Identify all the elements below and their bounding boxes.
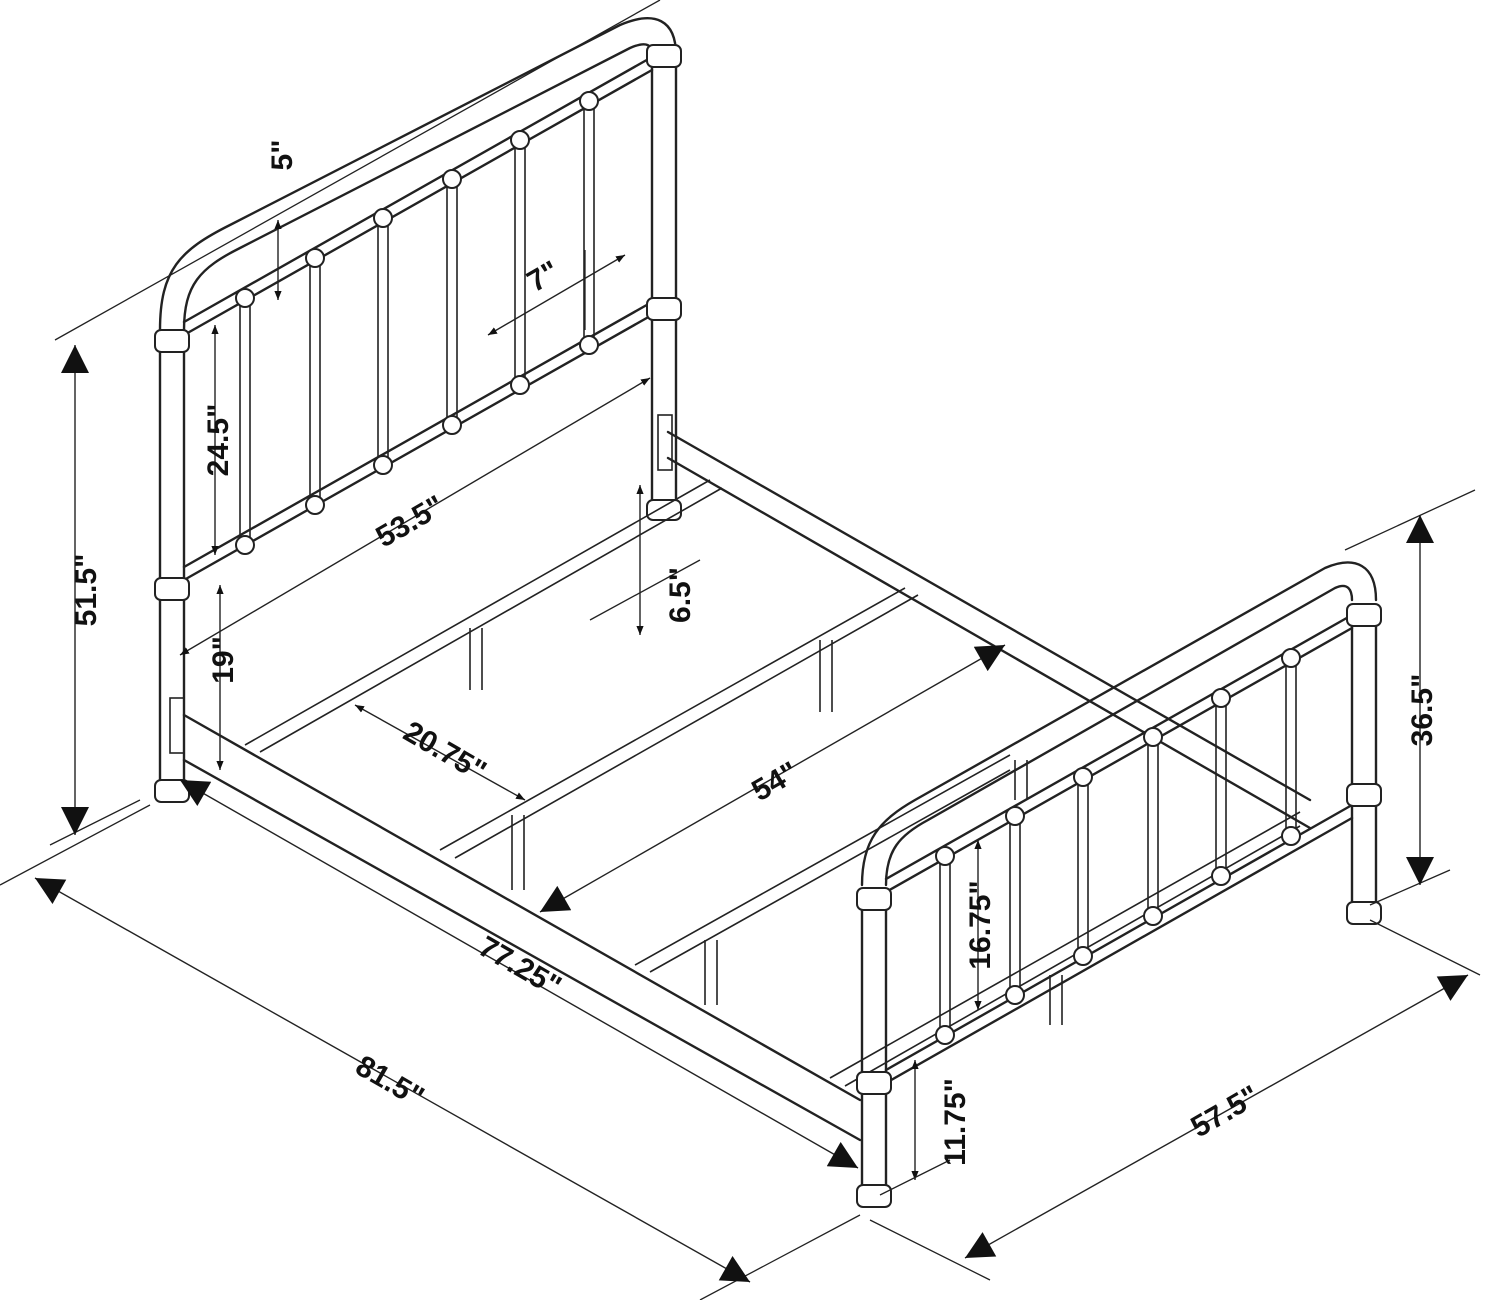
label-footboard-height: 36.5" (1406, 674, 1439, 747)
label-headboard-width: 53.5" (371, 489, 450, 554)
label-slat-spacing: 7" (522, 255, 565, 299)
footboard (856, 561, 1382, 1208)
label-rail-drop: 6.5" (664, 567, 697, 623)
label-slat-gap: 20.75" (398, 715, 492, 788)
label-overall-width: 57.5" (1186, 1079, 1265, 1144)
headboard-left-post (158, 338, 186, 792)
label-rail-height: 19" (207, 636, 240, 684)
headboard-right-post (650, 58, 678, 512)
footboard-right-post (1350, 608, 1378, 912)
slat-front (634, 754, 1011, 973)
footboard-lower-rail (884, 803, 1354, 1085)
label-inner-length: 77.25" (473, 930, 567, 1003)
footboard-post-collars (856, 603, 1382, 1208)
label-inner-width: 54" (746, 756, 804, 808)
label-overall-length: 81.5" (350, 1049, 429, 1114)
label-headboard-height: 51.5" (70, 554, 103, 627)
footboard-cross-rail (829, 811, 1301, 1087)
footboard-left-post (860, 888, 888, 1197)
footboard-knobs (935, 648, 1301, 1045)
label-footboard-clearance: 11.75" (939, 1078, 972, 1166)
headboard-top-rail (158, 17, 678, 332)
bed-rails (182, 430, 1312, 1142)
headboard-top-rail-inner (182, 43, 654, 332)
footboard-spindles (939, 658, 1297, 1036)
right-side-rail (666, 430, 1312, 830)
headboard-upper-rail (182, 55, 654, 337)
label-headboard-panel-height: 24.5" (202, 404, 235, 477)
label-top-gap: 5" (266, 140, 299, 171)
label-footboard-panel-height: 16.75" (964, 880, 997, 969)
dimension-labels: 51.5" 24.5" 19" 5" 7" 53.5" 6.5" 20.75" … (70, 140, 1439, 1166)
left-rail-lip (244, 479, 723, 753)
